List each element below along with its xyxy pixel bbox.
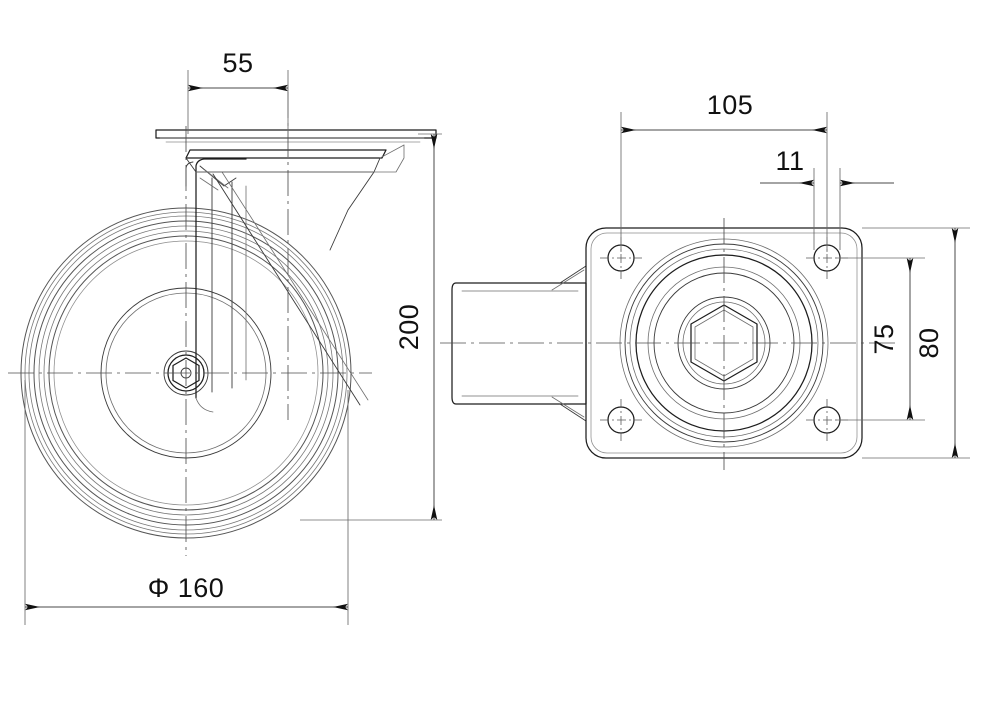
plate-plan-view <box>440 218 900 470</box>
dimension-80-text: 80 <box>914 327 944 358</box>
dimension-75-text: 75 <box>869 323 899 354</box>
dimension-55-text: 55 <box>222 48 253 78</box>
dimension-75: 75 <box>835 257 925 421</box>
dimension-200: 200 <box>300 133 442 521</box>
dimension-105-text: 105 <box>707 90 754 120</box>
dimension-160-text: Φ 160 <box>148 573 225 603</box>
top-mounting-plate-side <box>155 129 437 143</box>
dimension-11-text: 11 <box>775 146 804 176</box>
dimension-105: 105 <box>620 90 828 252</box>
dimension-55: 55 <box>187 48 289 134</box>
fork-leg-plan <box>451 265 587 422</box>
dimension-160: Φ 160 <box>24 380 349 625</box>
fork-diagonal-brace <box>212 173 361 406</box>
swivel-raceway-side <box>185 144 405 251</box>
axle-hex-nut <box>172 357 200 389</box>
fork-right-flank <box>371 144 405 173</box>
dimension-11: 11 <box>760 146 894 250</box>
bolt-hole-bottom-left <box>600 399 642 441</box>
dimension-200-text: 200 <box>394 304 424 351</box>
caster-fork <box>185 158 369 413</box>
dimension-80: 80 <box>862 227 970 459</box>
side-elevation-view <box>8 92 437 556</box>
